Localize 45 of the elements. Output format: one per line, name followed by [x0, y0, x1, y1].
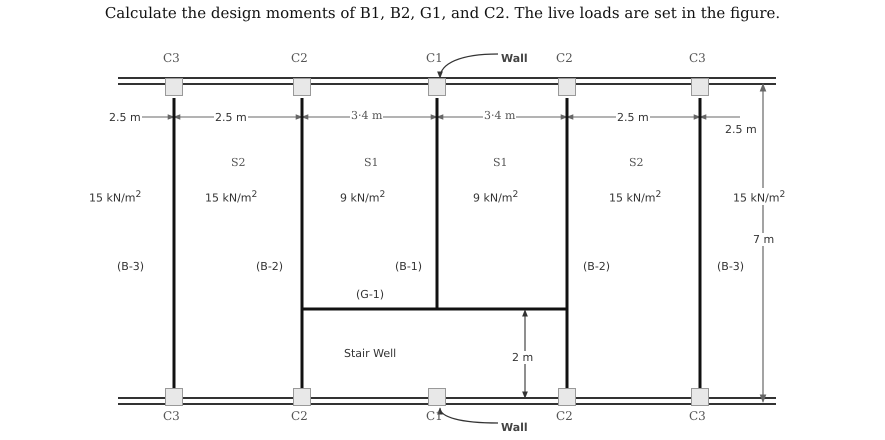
- beam-label: (B-2): [255, 260, 284, 273]
- load-label: 15 kN/m$^{2}$: [88, 188, 142, 205]
- dimension-label: 2.5 m: [724, 123, 758, 136]
- column-label: C1: [426, 410, 443, 423]
- column-label: C1: [426, 52, 443, 65]
- slab-label: S2: [628, 156, 645, 169]
- load-label: 9 kN/m$^{2}$: [472, 188, 520, 205]
- column-label: C2: [556, 410, 573, 423]
- dimension-label: 3·4 m: [483, 109, 516, 122]
- beam-label: (B-2): [582, 260, 612, 273]
- beam-line: [436, 98, 438, 309]
- area-label: Stair Well: [343, 347, 398, 360]
- slab-label: S1: [363, 156, 380, 169]
- load-label: 9 kN/m$^{2}$: [339, 188, 386, 205]
- slab-label: S1: [492, 156, 509, 169]
- column-label: C2: [291, 52, 308, 65]
- load-label: 15 kN/m$^{2}$: [732, 188, 786, 205]
- dimension-label: 3·4 m: [350, 109, 384, 122]
- beam-label: (B-3): [716, 260, 746, 273]
- column-label: C2: [556, 52, 573, 65]
- beam-line: [172, 98, 176, 388]
- dimension-label: 2.5 m: [214, 111, 248, 124]
- dimension-label: 2.5 m: [108, 111, 142, 124]
- column-label: C3: [163, 410, 180, 423]
- wall-label: Wall: [501, 52, 528, 65]
- column-label: C2: [291, 410, 308, 423]
- leader-arrow: [438, 53, 498, 79]
- beam-label: (B-3): [116, 260, 146, 273]
- girder-label: (G-1): [355, 288, 386, 301]
- load-label: 15 kN/m$^{2}$: [204, 188, 258, 205]
- column-label: C3: [689, 410, 706, 423]
- beam-line: [300, 98, 304, 388]
- column-label: C3: [163, 52, 180, 65]
- beam-line: [566, 98, 568, 388]
- beam-label: (B-1): [394, 260, 424, 273]
- leader-arrow: [438, 407, 498, 424]
- wall-label: Wall: [501, 421, 528, 434]
- title: Calculate the design moments of B1, B2, G1, and C2. The live loads are set in the figure.: [104, 4, 782, 22]
- beam-line: [698, 98, 702, 388]
- dimension-label: 7 m: [752, 233, 776, 246]
- column-label: C3: [689, 52, 706, 65]
- dimension-label: 2.5 m: [616, 111, 650, 124]
- dimension-label: 2 m: [511, 351, 534, 364]
- slab-label: S2: [230, 156, 247, 169]
- load-label: 15 kN/m$^{2}$: [608, 188, 662, 205]
